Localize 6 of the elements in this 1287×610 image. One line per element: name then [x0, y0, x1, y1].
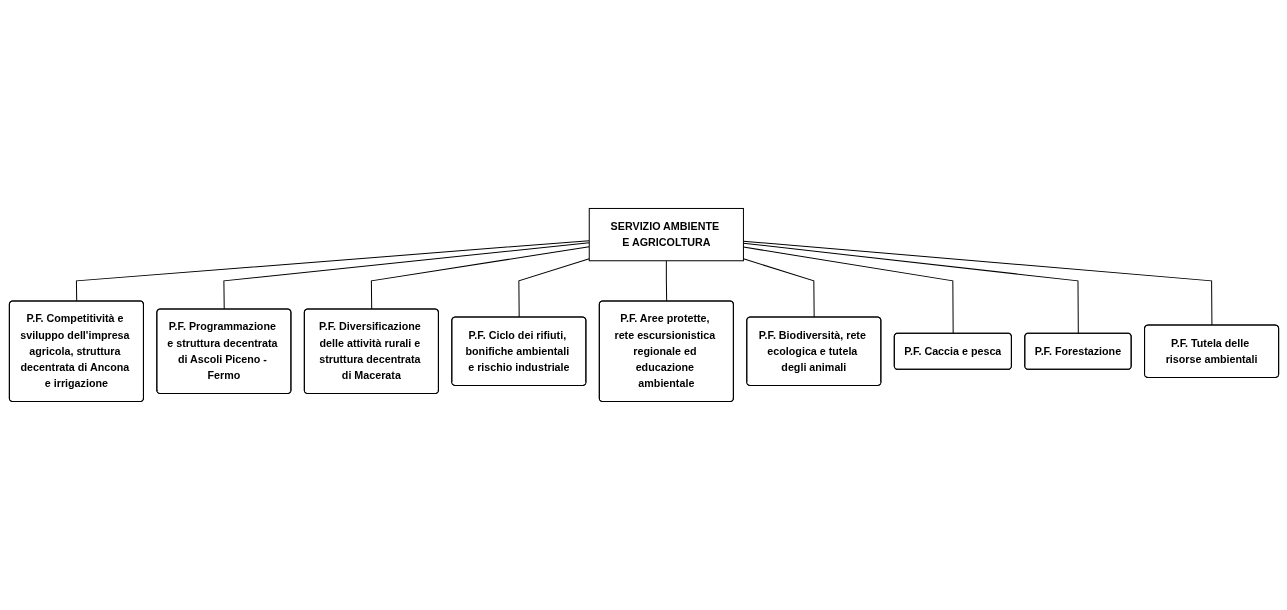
connector	[742, 240, 1212, 326]
node-box: SERVIZIO AMBIENTE E AGRICOLTURA	[588, 207, 744, 262]
connector	[742, 258, 815, 318]
connector	[742, 246, 954, 334]
connector	[742, 242, 1079, 334]
connector	[665, 260, 667, 302]
